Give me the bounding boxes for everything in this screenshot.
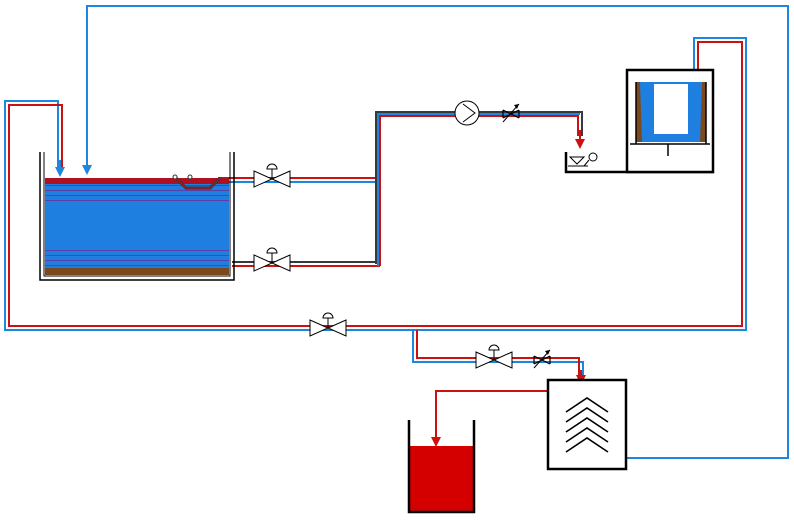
tank-wall <box>39 152 235 281</box>
butterfly-valve-icon[interactable] <box>475 344 513 369</box>
heat-branch-blue <box>412 330 584 378</box>
bucket-feed-pipe <box>435 390 548 432</box>
settling-tank <box>39 152 235 281</box>
left-loop-red <box>8 104 413 327</box>
heat-branch-red <box>416 330 580 378</box>
collector-blue <box>377 113 580 266</box>
pump-icon[interactable] <box>454 100 480 126</box>
butterfly-valve-icon[interactable] <box>309 312 347 337</box>
tank-surface-layer <box>45 178 229 184</box>
tank-sludge <box>45 268 229 275</box>
return-pipe-top <box>86 5 789 459</box>
butterfly-valve-icon[interactable] <box>253 163 291 188</box>
right-loop-red <box>413 41 743 327</box>
right-loop-blue <box>413 37 747 331</box>
tank-water-clear <box>45 202 229 250</box>
collector-dark <box>375 111 583 264</box>
left-loop-blue <box>4 100 413 331</box>
adjustable-flow-valve-icon[interactable] <box>502 103 520 123</box>
separator-vessel-icon <box>625 68 715 174</box>
collection-tank-icon <box>407 420 476 514</box>
tank-wall-inner <box>43 152 231 277</box>
heat-exchanger-icon <box>546 378 628 471</box>
adjustable-flow-valve-icon[interactable] <box>533 349 551 369</box>
butterfly-valve-icon[interactable] <box>253 247 291 272</box>
collector-red <box>379 115 579 266</box>
